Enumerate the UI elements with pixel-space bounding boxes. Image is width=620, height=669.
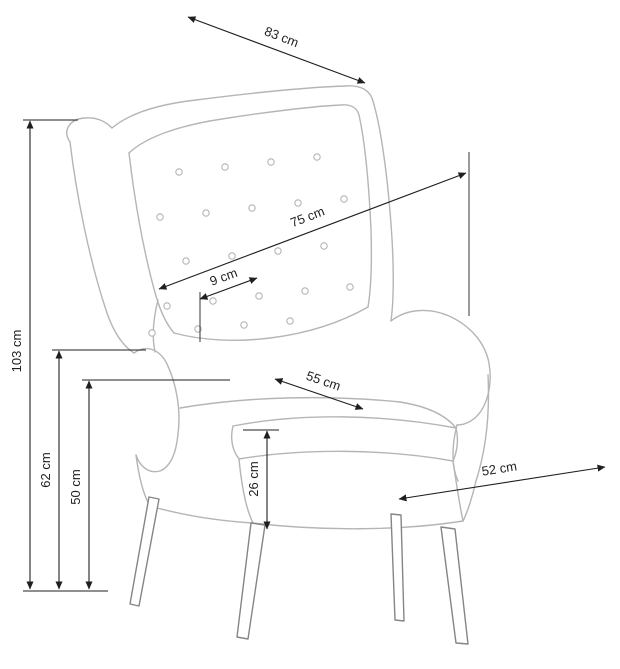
dimension-line-75	[158, 172, 467, 290]
chair-left-armrest	[133, 347, 180, 473]
chair-seat-cushion-left	[230, 425, 240, 460]
tuft-button	[202, 209, 210, 217]
tuft-button	[274, 247, 282, 255]
tuft-button	[255, 292, 263, 300]
dimension-label-62: 62 cm	[38, 452, 53, 487]
chair-leg-back-right	[390, 513, 405, 622]
chair-front-panel-bottom	[252, 520, 464, 530]
tuft-button	[163, 302, 171, 310]
dimension-wing-9: 9 cm	[199, 265, 258, 342]
tuft-button	[248, 204, 256, 212]
dimension-depth-52: 52 cm	[398, 458, 606, 502]
tuft-button	[320, 242, 328, 250]
chair-left-wing-crease	[152, 299, 159, 353]
tuft-button	[221, 163, 229, 171]
dimension-seat-width-55: 55 cm	[274, 368, 364, 410]
tuft-button	[148, 329, 156, 337]
tuft-button	[286, 317, 294, 325]
dimension-label-103: 103 cm	[9, 330, 24, 373]
dimension-label-75: 75 cm	[288, 203, 326, 230]
chair-leg-back-left	[129, 496, 160, 607]
chair-illustration	[66, 85, 491, 645]
chair-back-outer-outline	[66, 85, 394, 322]
chair-back-inner-bottom	[173, 306, 369, 341]
dimension-annotations: 83 cm 75 cm 9 cm 103 cm 62	[9, 16, 606, 592]
chair-left-bottom-edge	[149, 505, 254, 524]
chair-seat-top	[179, 396, 457, 429]
dimension-total-height-103: 103 cm	[9, 119, 108, 592]
tuft-button	[228, 252, 236, 260]
chair-seat-cushion-lip	[232, 416, 457, 429]
tuft-button	[209, 297, 217, 305]
tuft-button	[156, 213, 164, 221]
dimension-back-width-75: 75 cm	[158, 152, 470, 316]
tuft-button	[175, 168, 183, 176]
chair-back-outer-left-edge	[69, 141, 135, 354]
dimension-label-26: 26 cm	[246, 461, 261, 496]
dimension-line-52	[398, 464, 606, 502]
tuft-button	[182, 257, 190, 265]
chair-back-inner-left-edge	[128, 152, 175, 334]
dimension-seat-height-50: 50 cm	[68, 379, 230, 590]
tufting-buttons	[148, 153, 354, 337]
chair-seat-cushion-bottom	[238, 450, 454, 462]
tuft-button	[267, 158, 275, 166]
chair-leg-front-right	[440, 526, 469, 645]
chair-legs	[129, 496, 469, 645]
dimension-line-83	[187, 16, 366, 84]
dimension-label-52: 52 cm	[481, 458, 518, 478]
tuft-button	[294, 199, 302, 207]
tuft-button	[340, 195, 348, 203]
dimension-cushion-height-26: 26 cm	[243, 429, 279, 530]
dimension-label-83: 83 cm	[262, 23, 300, 50]
chair-front-panel-left	[238, 458, 254, 524]
chair-right-armrest	[390, 309, 491, 426]
dimension-label-50: 50 cm	[68, 469, 83, 504]
tuft-button	[301, 287, 309, 295]
dimension-line-55	[274, 378, 364, 410]
dimension-width-83: 83 cm	[187, 16, 366, 84]
dimension-label-55: 55 cm	[304, 368, 342, 394]
chair-front-panel-right	[452, 460, 464, 522]
tuft-button	[313, 153, 321, 161]
dimension-arm-height-62: 62 cm	[38, 349, 146, 590]
tuft-button	[240, 321, 248, 329]
chair-seat-cushion-right	[452, 427, 459, 462]
chair-left-side-lower	[135, 454, 151, 507]
tuft-button	[346, 283, 354, 291]
dimension-line-9	[199, 277, 258, 300]
chair-leg-front-left	[236, 522, 266, 640]
